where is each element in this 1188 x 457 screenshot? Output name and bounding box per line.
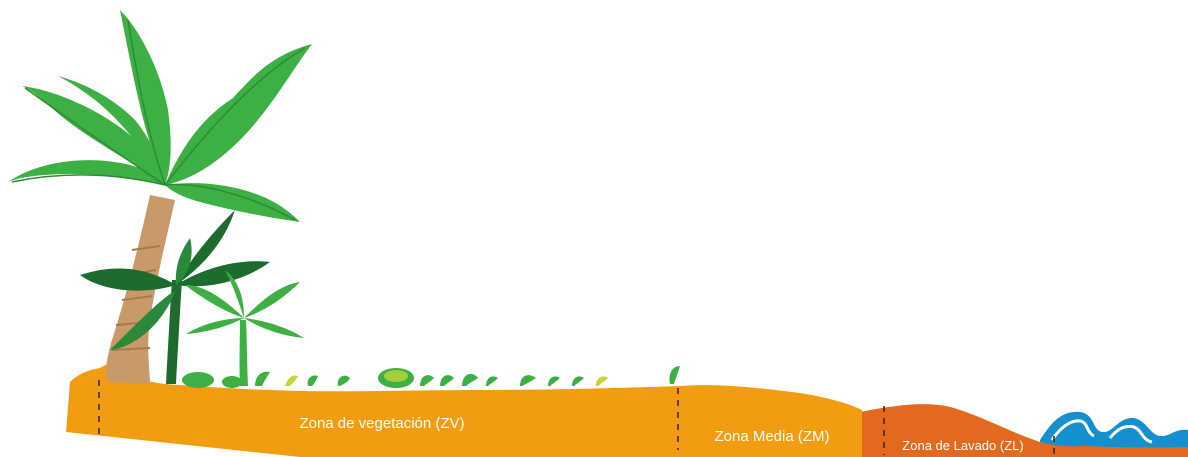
- palm-tree-icon: [8, 10, 312, 384]
- sand-main: [66, 362, 862, 457]
- banana-plant-icon: [80, 210, 270, 384]
- sand-lavado: [860, 404, 1188, 457]
- wave-icon: [1040, 411, 1188, 457]
- zone-dividers: [98, 380, 1055, 457]
- small-palm-icon: [185, 270, 304, 386]
- zone-label-lavado: Zona de Lavado (ZL): [902, 438, 1023, 453]
- shrub-icon: [182, 366, 680, 388]
- zone-label-vegetation: Zona de vegetación (ZV): [299, 415, 464, 432]
- zone-label-media: Zona Media (ZM): [714, 428, 829, 445]
